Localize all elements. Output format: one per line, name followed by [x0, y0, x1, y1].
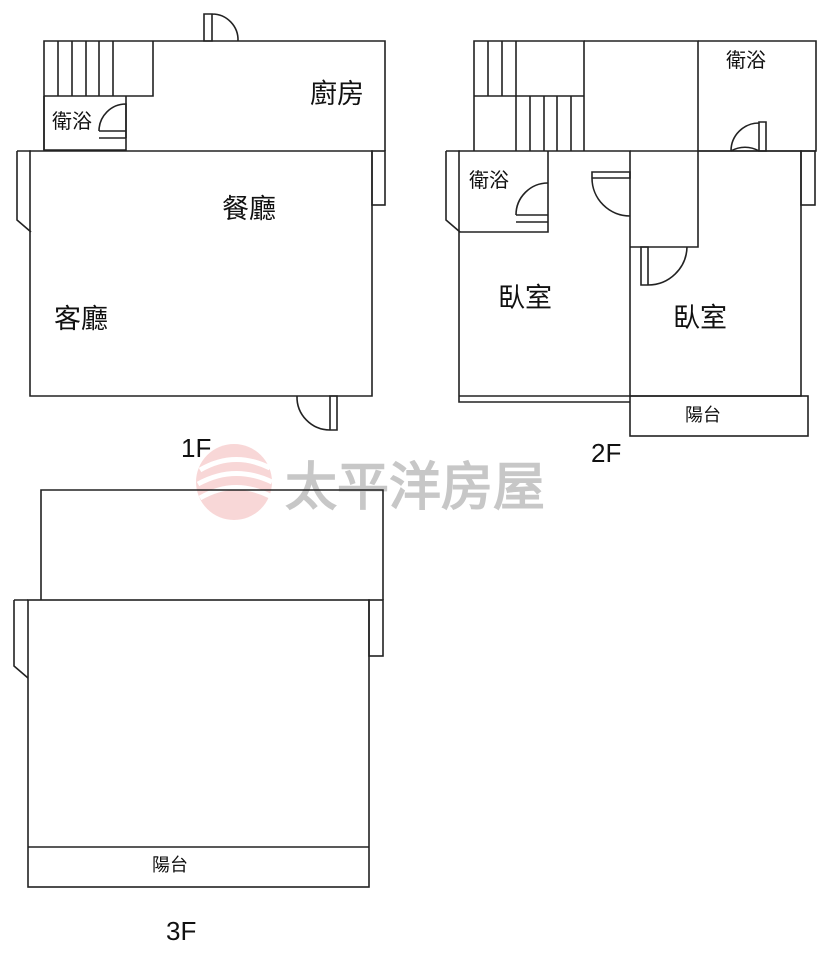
door: [640, 246, 688, 286]
room-label-bath-right: 衛浴: [726, 48, 766, 72]
room-label-bath: 衛浴: [52, 109, 92, 133]
window: [13, 599, 29, 679]
staircase: [473, 40, 585, 151]
window: [368, 599, 384, 657]
balcony: [629, 395, 809, 437]
room-label-living: 客廳: [54, 304, 108, 335]
door: [591, 171, 631, 217]
window: [800, 150, 816, 206]
room-label-bath-left: 衛浴: [469, 168, 509, 192]
room-label-balcony: 陽台: [685, 405, 721, 426]
floor-3f: 陽台 3F: [13, 489, 384, 946]
floor-label-1f: 1F: [181, 433, 211, 463]
watermark-logo-icon: [196, 444, 274, 520]
room-label-bedroom-right: 臥室: [673, 303, 727, 334]
staircase: [44, 41, 154, 97]
floor-label-3f: 3F: [166, 916, 196, 946]
door: [730, 121, 767, 152]
window: [16, 150, 32, 233]
room-label-balcony: 陽台: [152, 855, 188, 876]
window: [445, 150, 461, 233]
room-label-bedroom-left: 臥室: [498, 283, 552, 314]
watermark: 太平洋房屋: [196, 444, 545, 520]
door: [98, 103, 127, 139]
door: [515, 182, 549, 223]
door: [203, 13, 239, 42]
watermark-text: 太平洋房屋: [285, 457, 545, 518]
floor-label-2f: 2F: [591, 438, 621, 468]
room-label-kitchen: 廚房: [310, 79, 364, 110]
floor-1f: 廚房 衛浴 餐廳 客廳 1F: [16, 13, 386, 463]
room-label-dining: 餐廳: [222, 194, 276, 225]
floor-2f: 衛浴 衛浴 臥室 臥室 陽台 2F: [445, 40, 817, 468]
window: [371, 150, 386, 206]
door: [296, 395, 338, 431]
